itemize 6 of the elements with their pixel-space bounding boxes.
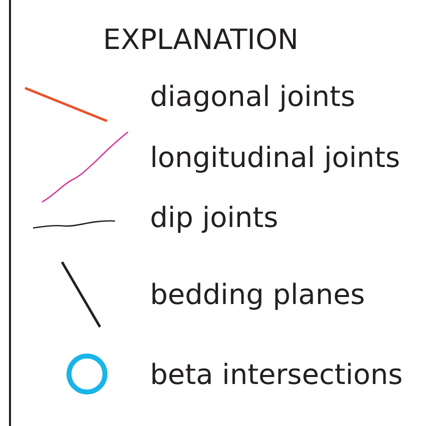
legend-title: EXPLANATION	[103, 23, 298, 57]
legend-label: beta intersections	[150, 358, 403, 392]
legend-label: bedding planes	[150, 278, 366, 312]
legend-label: longitudinal joints	[150, 141, 400, 175]
legend-label: dip joints	[150, 201, 278, 235]
legend-label: diagonal joints	[150, 80, 356, 114]
